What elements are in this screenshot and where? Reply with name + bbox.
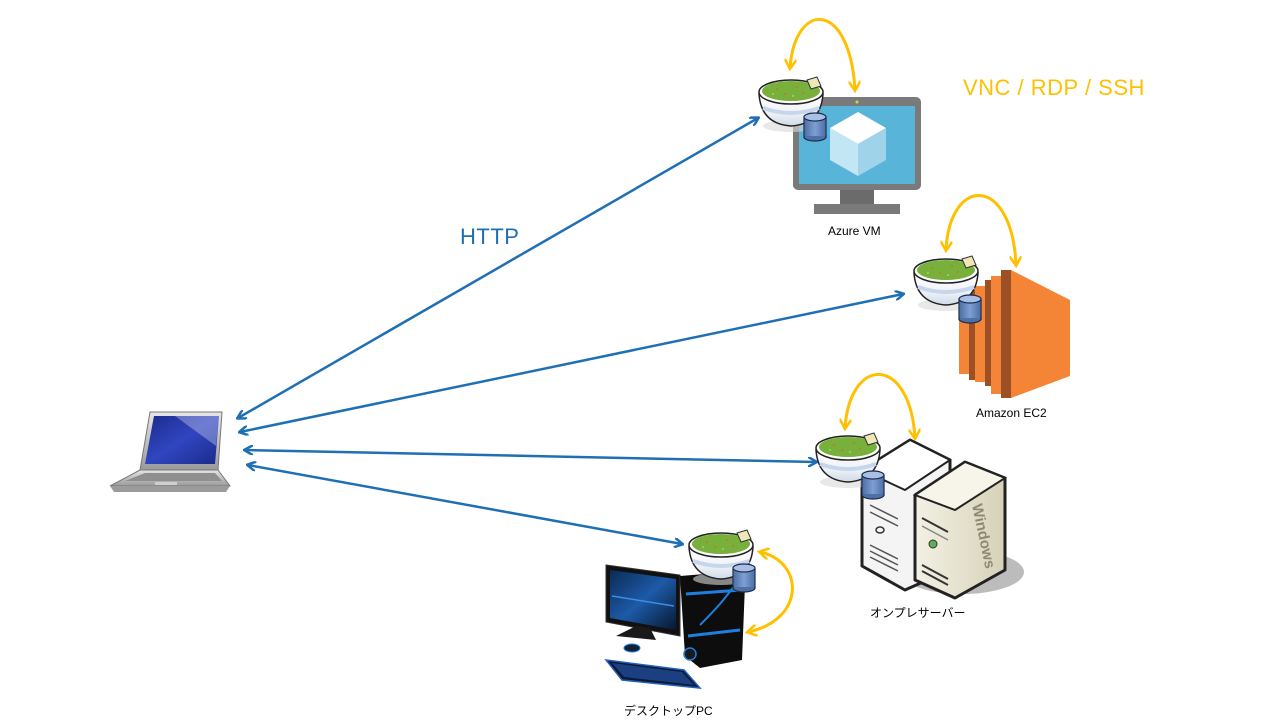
- azure-cube-icon: [830, 112, 886, 176]
- node-label-amazon-ec2: Amazon EC2: [976, 406, 1047, 420]
- database-icon: [803, 112, 827, 142]
- laptop-icon: [109, 411, 231, 492]
- database-icon: [958, 294, 982, 324]
- remote-protocol-label: VNC / RDP / SSH: [963, 75, 1145, 100]
- http-protocol-label: HTTP: [460, 224, 520, 249]
- desktop-pc-node: [604, 528, 794, 689]
- http-arrow-amazon-ec2: [240, 294, 903, 432]
- http-arrow-onprem-server: [245, 450, 816, 462]
- node-label-desktop-pc: デスクトップPC: [624, 704, 713, 718]
- node-label-onprem-server: オンプレサーバー: [870, 606, 966, 620]
- http-arrow-azure-vm: [238, 118, 758, 418]
- remote-arrow-onprem-server: [845, 373, 915, 438]
- http-arrow-desktop-pc: [248, 465, 682, 544]
- keyboard-icon: [604, 643, 702, 689]
- remote-arrow-desktop-pc: [748, 552, 794, 632]
- http-connections: [238, 118, 903, 544]
- node-label-azure-vm: Azure VM: [828, 224, 881, 238]
- onprem-server-node: Windows: [814, 373, 1024, 600]
- database-icon: [732, 563, 756, 593]
- windows-server-icon: Windows: [912, 460, 1008, 600]
- database-icon: [861, 470, 885, 500]
- remote-arrow-azure-vm: [790, 17, 855, 90]
- remote-arrow-amazon-ec2: [946, 194, 1016, 265]
- azure-vm-node: [757, 17, 921, 214]
- desktop-monitor-icon: [605, 564, 681, 640]
- ec2-icon: [959, 270, 1070, 398]
- amazon-ec2-node: [912, 194, 1070, 398]
